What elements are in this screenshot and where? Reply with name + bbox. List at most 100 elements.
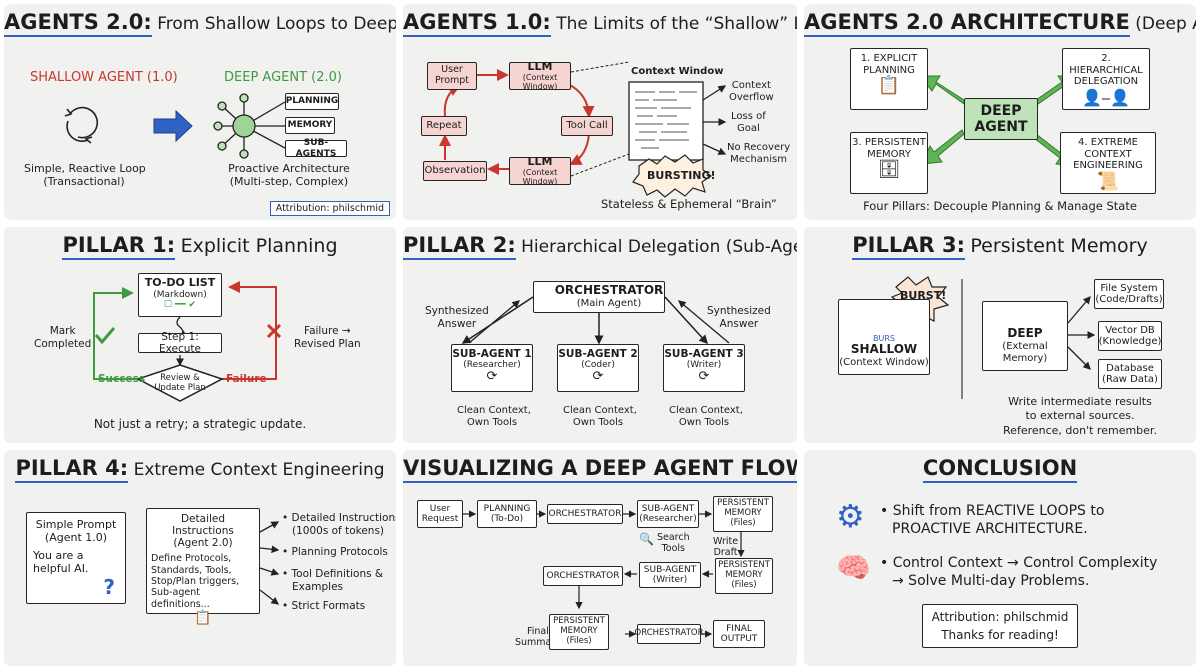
sub-line1: SUB-AGENT	[641, 503, 695, 514]
brain-icon: 🧠	[836, 551, 871, 584]
orchestrator-box-3: ORCHESTRATOR	[635, 624, 703, 644]
pillar-line1: 1. EXPLICIT	[860, 53, 918, 64]
panel-conclusion: CONCLUSION ⚙ • Shift from REACTIVE LOOPS…	[804, 450, 1196, 666]
shallow-caption: Simple, Reactive Loop(Transactional)	[24, 162, 146, 188]
orchestrator-box: ORCHESTRATOR(Main Agent)	[533, 281, 665, 313]
memory-line2: MEMORY	[725, 570, 763, 581]
draft-line1: Write	[713, 536, 739, 547]
panel-title: VISUALIZING A DEEP AGENT FLOW	[403, 456, 797, 483]
deep-caption-line2: (Multi-step, Complex)	[229, 175, 349, 189]
thanks-text: Thanks for reading!	[941, 628, 1059, 642]
issue-line1: Context	[731, 80, 771, 91]
sub-line2: (Coder)	[581, 360, 615, 371]
panel-title: AGENTS 2.0: From Shallow Loops to Deep A…	[4, 10, 396, 37]
title-bold: PILLAR 1:	[62, 233, 176, 260]
sub-agent-2-box: SUB-AGENT 2(Coder)⟳	[557, 344, 639, 392]
panel-agents-1-0-limits: AGENTS 1.0: The Limits of the “Shallow” …	[403, 4, 797, 220]
sub-line2: (Researcher)	[463, 360, 521, 371]
magnifier-icon: 🔍	[639, 532, 654, 546]
arrow-right-icon	[153, 109, 193, 143]
clipboard-icon: 📋	[194, 610, 212, 627]
shallow-caption-line1: Simple, Reactive Loop	[24, 162, 146, 175]
title-rest: The Limits of the “Shallow” Loop	[556, 14, 797, 34]
revised-line1: Failure →	[304, 325, 351, 337]
bursting-label: BURSTING!	[647, 169, 716, 182]
title-bold: AGENTS 2.0:	[4, 10, 152, 37]
llm-label: LLM	[527, 59, 553, 73]
pillar-line2: MEMORY	[867, 148, 911, 160]
title-bold: PILLAR 3:	[852, 233, 965, 260]
simple-body-line1: You are a	[33, 549, 84, 563]
title-rest: (Deep Agents)	[1135, 14, 1196, 34]
title-bold: CONCLUSION	[922, 456, 1078, 483]
title-bold: PILLAR 4:	[15, 456, 129, 483]
bullet-line1: • Detailed Instructions	[282, 512, 396, 524]
detailed-instructions-box: Detailed Instructions(Agent 2.0)Define P…	[146, 508, 260, 626]
llm-box-top: LLM(Context Window)	[509, 59, 571, 92]
todo-line2: (Markdown)	[153, 289, 207, 300]
stateless-caption: Stateless & Ephemeral “Brain”	[601, 197, 777, 211]
memory-line3: (Files)	[566, 635, 592, 646]
sub-line1: SUB-AGENT 1	[452, 348, 532, 360]
check-icon	[94, 327, 116, 345]
node-planning: PLANNING	[285, 93, 339, 110]
file-cabinet-icon: 🗄	[877, 159, 901, 180]
store-line1: File System	[1100, 282, 1158, 294]
sub-line1: SUB-AGENT	[643, 564, 697, 575]
sub-line1: SUB-AGENT 2	[558, 348, 638, 360]
context-window-sketch	[628, 81, 704, 161]
pillar-line2: ENGINEERING	[1073, 160, 1143, 171]
review-line1: Review &	[160, 373, 200, 383]
store-line2: (Code/Drafts)	[1095, 294, 1163, 305]
simple-line1: Simple Prompt	[35, 518, 117, 531]
bullet-line2: Examples	[292, 580, 344, 593]
title-bold: AGENTS 2.0 ARCHITECTURE	[804, 10, 1130, 37]
bullet-tools: • Tool Definitions &Examples	[282, 568, 383, 593]
llm-box-bottom: LLM(Context Window)	[509, 155, 571, 187]
clean-context-1: Clean Context,Own Tools	[457, 405, 531, 429]
clean-line1: Clean Context,	[669, 405, 743, 416]
orchestrator-box-2: ORCHESTRATOR	[543, 566, 623, 586]
llm-sublabel: (Context Window)	[522, 168, 558, 187]
llm-sublabel: (Context Window)	[522, 73, 558, 92]
panel-agents-2-0-architecture: AGENTS 2.0 ARCHITECTURE (Deep Agents) DE…	[804, 4, 1196, 220]
request-line1: User	[429, 503, 451, 514]
detailed-line1: Detailed Instructions	[172, 513, 234, 538]
sub-line1: SUB-AGENT 3	[664, 348, 744, 360]
search-line1: Search	[656, 532, 690, 543]
panel-pillar-1-planning: PILLAR 1: Explicit Planning TO-DO LIST(M…	[4, 227, 396, 443]
sub-line2: (Writer)	[652, 575, 688, 585]
gear-icon: ⚙	[836, 497, 865, 535]
request-line2: Request	[421, 514, 459, 524]
four-pillars-caption: Four Pillars: Decouple Planning & Manage…	[863, 199, 1137, 213]
orch-line2: (Main Agent)	[576, 298, 642, 310]
panel-agents-2-0-overview: AGENTS 2.0: From Shallow Loops to Deep A…	[4, 4, 396, 220]
clean-line2: Own Tools	[466, 417, 518, 428]
memory-line2: MEMORY	[560, 626, 598, 637]
title-rest: From Shallow Loops to Deep Agents	[157, 14, 396, 34]
pillar-line2: PLANNING	[863, 64, 915, 76]
issue-line1: Loss of	[731, 111, 766, 122]
store-line1: Vector DB	[1105, 324, 1155, 336]
deep-caption-line1: Proactive Architecture	[228, 162, 350, 175]
title-rest: Hierarchical Delegation (Sub-Agents)	[521, 237, 797, 257]
store-file-system: File System(Code/Drafts)	[1094, 279, 1164, 309]
scroll-icon: 📜	[1096, 170, 1120, 192]
user-prompt-line2: Prompt	[434, 75, 470, 86]
bullet-detailed: • Detailed Instructions(1000s of tokens)	[282, 512, 396, 537]
sub-agent-researcher-box: SUB-AGENT(Researcher)	[637, 500, 699, 528]
cycle-icon	[64, 106, 99, 144]
